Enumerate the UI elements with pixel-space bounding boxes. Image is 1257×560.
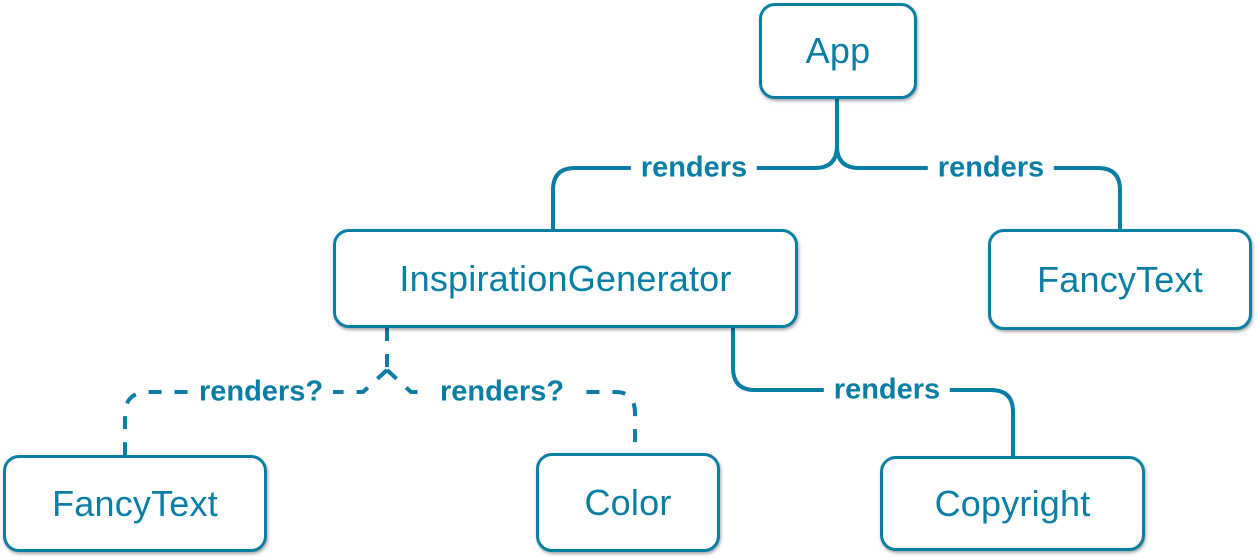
- node-app-label: App: [805, 30, 871, 71]
- node-fancy-text-top-label: FancyText: [1037, 258, 1203, 300]
- node-color: Color: [536, 453, 720, 552]
- edge-inspiration-generator-to-color: [385, 368, 637, 453]
- edge-inspiration-generator-to-fancy-text: [123, 368, 389, 455]
- node-fancy-text-top: FancyText: [988, 229, 1252, 330]
- node-inspiration-generator: InspirationGenerator: [333, 229, 798, 328]
- node-inspiration-generator-label: InspirationGenerator: [399, 257, 732, 299]
- node-fancy-text-bottom-label: FancyText: [52, 482, 218, 524]
- node-app: App: [759, 3, 917, 99]
- node-color-label: Color: [584, 481, 672, 523]
- edge-label-renders-app-inspiration: renders: [630, 150, 758, 186]
- edge-label-renders-question-color: renders?: [429, 374, 575, 410]
- edge-label-renders-app-fancytext: renders: [927, 150, 1055, 186]
- node-copyright-label: Copyright: [934, 482, 1091, 524]
- node-copyright: Copyright: [880, 456, 1145, 551]
- edge-label-renders-copyright: renders: [823, 372, 951, 408]
- edge-label-renders-question-fancytext: renders?: [188, 374, 334, 410]
- node-fancy-text-bottom: FancyText: [3, 455, 267, 552]
